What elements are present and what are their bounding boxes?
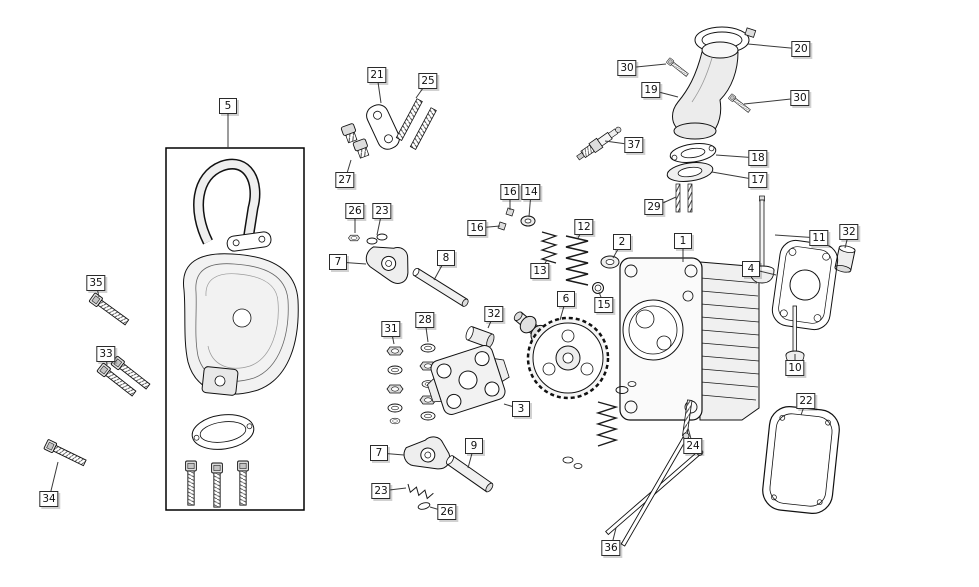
callout-22: 22 [796,393,816,409]
callout-7: 7 [329,254,347,270]
callout-13: 13 [530,263,550,279]
rocker-shaft-8 [412,267,469,307]
spring-retainer-14 [520,215,536,227]
intake-manifold-19 [672,41,739,140]
callout-21: 21 [367,67,387,83]
o-ring-15 [592,282,604,294]
callout-8: 8 [437,250,455,266]
callout-7: 7 [370,445,388,461]
washers-23a [366,233,388,245]
callout-12: 12 [574,219,594,235]
callout-19: 19 [641,82,661,98]
callout-10: 10 [785,360,805,376]
rocker-shaft-9 [446,455,494,493]
cylinder-head-cover [183,253,299,395]
manifold-bolt-30a [665,57,690,78]
callout-23: 23 [372,203,392,219]
callout-20: 20 [791,41,811,57]
callout-14: 14 [521,184,541,200]
callout-11: 11 [809,230,829,246]
rocker-arm-lower [403,436,451,470]
insulator-spacer-17 [666,162,714,182]
callout-27: 27 [335,172,355,188]
studs-29 [675,183,693,213]
studs-25 [395,98,437,150]
callout-5: 5 [219,98,237,114]
cooling-fins [700,277,760,401]
manifold-gasket-18 [669,143,717,163]
callout-16: 16 [467,220,487,236]
callout-24: 24 [683,438,703,454]
callout-33: 33 [96,346,116,362]
bolt-34 [43,438,88,469]
callout-31: 31 [381,321,401,337]
callout-28: 28 [415,312,435,328]
cylinder-head [619,257,760,421]
nut-washer-stack-31 [386,346,404,425]
washer-26b [417,502,431,510]
callout-36: 36 [601,540,621,556]
small-spring-23b [407,483,434,500]
cover-mount-pad [201,366,239,396]
callout-30: 30 [617,60,637,76]
rocker-bracket-3 [427,345,510,415]
callout-26: 26 [437,504,457,520]
callout-2: 2 [613,234,631,250]
callout-30: 30 [790,90,810,106]
head-gasket-4 [771,239,839,331]
callout-15: 15 [594,297,614,313]
callout-23: 23 [371,483,391,499]
callout-4: 4 [742,261,760,277]
cover-gasket-22 [762,406,840,514]
cover-bolts [185,460,249,508]
bolt-35 [88,292,131,328]
outer-valve-spring-12 [565,235,589,286]
bolts-33 [96,355,152,399]
pushrods-36 [605,432,704,547]
callout-6: 6 [557,291,575,307]
callout-26: 26 [345,203,365,219]
spacer-sleeve-32b [465,326,495,348]
spark-plug [576,126,622,161]
callout-35: 35 [86,275,106,291]
callout-29: 29 [644,199,664,215]
valve-keepers-16 [497,207,515,231]
callout-34: 34 [39,491,59,507]
callout-3: 3 [512,401,530,417]
cover-assembly-frame [165,147,305,511]
callout-17: 17 [748,172,768,188]
nut-26a [348,234,360,242]
callout-32: 32 [484,306,504,322]
plugs-27 [340,123,370,159]
callout-9: 9 [465,438,483,454]
small-gasket-21 [366,104,400,150]
spacer-sleeve-32a [834,245,856,273]
camshaft [513,311,610,400]
cover-oval-gasket [191,414,255,450]
spring-seat-2 [600,255,620,269]
breather-pipe [193,158,261,245]
inner-valve-spring-13 [540,231,558,264]
callout-25: 25 [418,73,438,89]
callout-32: 32 [839,224,859,240]
callout-16: 16 [500,184,520,200]
callout-1: 1 [674,233,692,249]
valve-spring-lower [562,381,637,469]
callout-18: 18 [748,150,768,166]
pipe-flange-gasket [226,231,272,252]
rocker-arm-upper [365,246,409,284]
callout-37: 37 [624,137,644,153]
